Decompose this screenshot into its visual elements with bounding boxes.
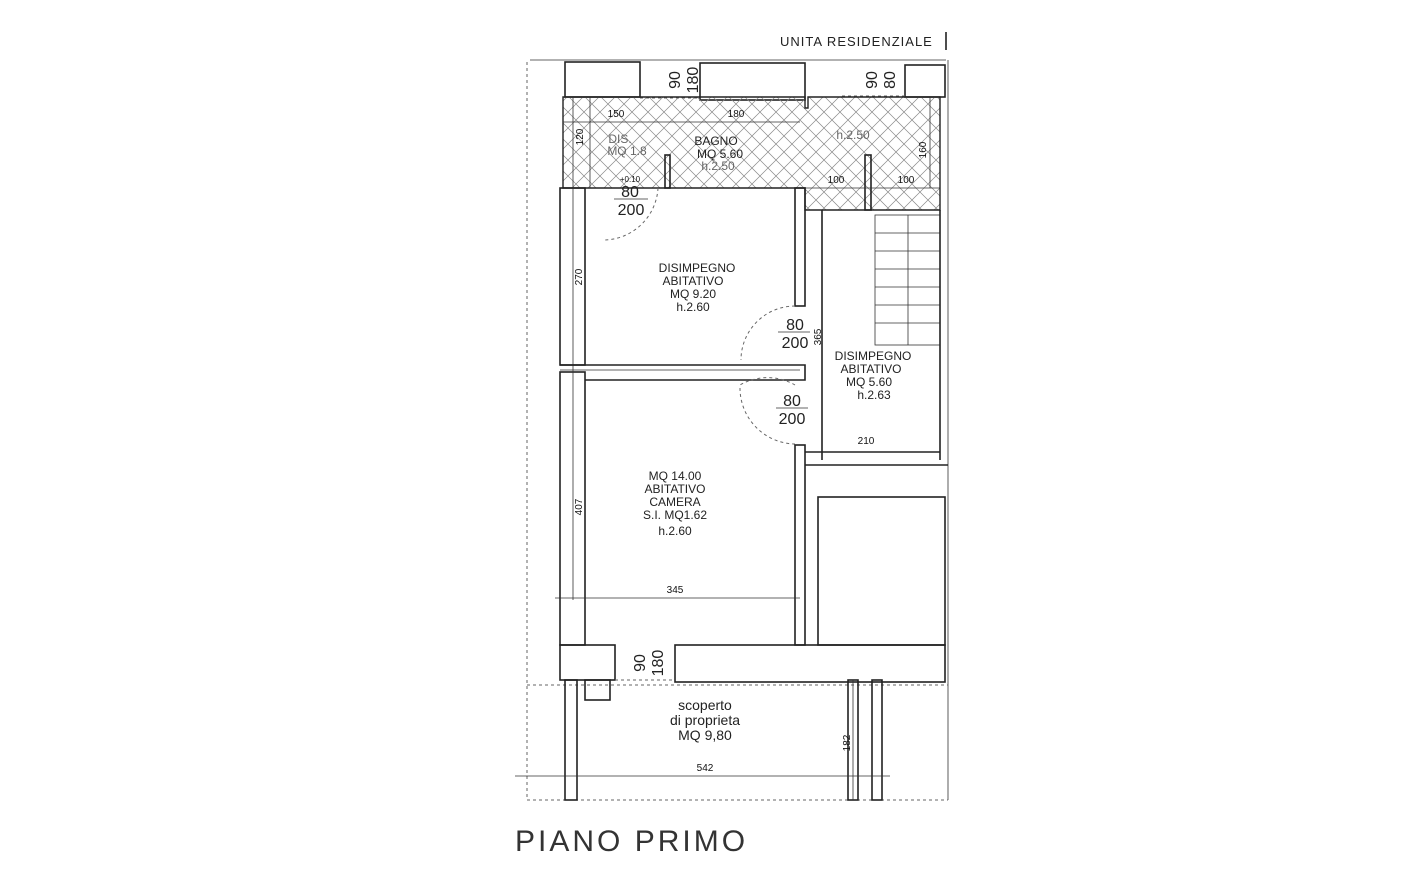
- dimension-label: 160: [918, 141, 929, 158]
- dimension-label: 542: [697, 763, 714, 774]
- plan-title: PIANO PRIMO: [515, 825, 748, 858]
- dimension-label: 150: [608, 109, 625, 120]
- svg-text:h.2.60: h.2.60: [676, 300, 710, 314]
- svg-text:ABITATIVO: ABITATIVO: [841, 362, 902, 376]
- wall-right: [794, 444, 806, 646]
- dimension-label: 182: [842, 734, 853, 751]
- dimension-label: 100: [898, 175, 915, 186]
- level-label: +0.10: [620, 175, 641, 184]
- svg-text:ABITATIVO: ABITATIVO: [663, 274, 724, 288]
- svg-text:DISIMPEGNO: DISIMPEGNO: [659, 261, 736, 275]
- svg-text:h.2.60: h.2.60: [658, 524, 692, 538]
- room-height-label: h.2.50: [836, 128, 870, 142]
- svg-text:di proprieta: di proprieta: [670, 712, 740, 728]
- svg-text:MQ 9.20: MQ 9.20: [670, 287, 716, 301]
- unit-label: UNITA RESIDENZIALE: [780, 34, 933, 49]
- door-swing: [739, 377, 796, 386]
- door-swing: [602, 187, 659, 241]
- svg-text:BAGNO: BAGNO: [694, 134, 737, 148]
- svg-text:S.I. MQ1.62: S.I. MQ1.62: [643, 508, 707, 522]
- svg-text:200: 200: [782, 335, 809, 352]
- post: [871, 679, 883, 801]
- stair-treads: [875, 215, 940, 345]
- window-label: 90 80: [864, 71, 899, 89]
- door-label: 80 200: [776, 393, 808, 428]
- window-label: 90 180: [632, 650, 667, 677]
- svg-text:CAMERA: CAMERA: [649, 495, 700, 509]
- dimension-label: 345: [667, 585, 684, 596]
- room-disimpegno-2: DISIMPEGNO ABITATIVO MQ 5.60 h.2.63: [835, 349, 912, 402]
- room-bagno: BAGNO MQ 5.60 h.2.50: [694, 134, 743, 173]
- adjacent-room-block: [817, 496, 946, 646]
- svg-text:200: 200: [618, 202, 645, 219]
- step: [584, 679, 611, 701]
- wall-middle: [560, 364, 806, 381]
- svg-text:200: 200: [779, 411, 806, 428]
- dimension-label: 210: [858, 436, 875, 447]
- window-label: 90 180: [667, 67, 702, 94]
- svg-text:h.2.50: h.2.50: [701, 159, 735, 173]
- room-disimpegno-1: DISIMPEGNO ABITATIVO MQ 9.20 h.2.60: [659, 261, 736, 314]
- svg-text:MQ 9,80: MQ 9,80: [678, 727, 732, 743]
- svg-text:80: 80: [783, 393, 801, 410]
- svg-text:80: 80: [621, 184, 639, 201]
- room-dis: DIS. MQ 1.8: [607, 132, 647, 158]
- svg-text:MQ 1.8: MQ 1.8: [607, 144, 647, 158]
- wall-block: [564, 61, 641, 98]
- dimension-label: 365: [813, 328, 824, 345]
- door-label: 80 200: [778, 317, 810, 352]
- dimension-label: 180: [728, 109, 745, 120]
- svg-text:h.2.63: h.2.63: [857, 388, 891, 402]
- svg-text:180: 180: [685, 67, 702, 94]
- svg-text:90: 90: [632, 654, 649, 672]
- svg-text:MQ 14.00: MQ 14.00: [649, 469, 702, 483]
- wall-block: [674, 644, 946, 683]
- dimension-label: 270: [574, 268, 585, 285]
- svg-text:80: 80: [882, 71, 899, 89]
- svg-text:180: 180: [650, 650, 667, 677]
- wall: [805, 451, 948, 466]
- wall-block: [699, 62, 806, 101]
- wall-right: [794, 187, 806, 307]
- area-scoperto: scoperto di proprieta MQ 9,80: [670, 697, 740, 743]
- room-camera: MQ 14.00 ABITATIVO CAMERA S.I. MQ1.62 h.…: [643, 469, 707, 538]
- svg-text:90: 90: [667, 71, 684, 89]
- door-label: 80 200: [614, 184, 648, 219]
- svg-text:80: 80: [786, 317, 804, 334]
- post: [564, 679, 578, 801]
- partition-wall: [864, 154, 872, 211]
- svg-text:MQ 5.60: MQ 5.60: [697, 147, 743, 161]
- stairs: [874, 214, 941, 346]
- svg-text:DIS.: DIS.: [608, 132, 631, 146]
- dimension-label: 100: [828, 175, 845, 186]
- wall-block: [559, 644, 616, 681]
- dimension-label: 407: [574, 498, 585, 515]
- partition-wall: [664, 154, 671, 189]
- door-swing: [739, 387, 796, 445]
- wall-block: [904, 64, 946, 98]
- svg-text:90: 90: [864, 71, 881, 89]
- svg-text:DISIMPEGNO: DISIMPEGNO: [835, 349, 912, 363]
- svg-text:ABITATIVO: ABITATIVO: [645, 482, 706, 496]
- hatched-wet-area: [562, 96, 941, 211]
- svg-text:scoperto: scoperto: [678, 697, 732, 713]
- dimension-label: 120: [575, 128, 586, 145]
- door-swing: [740, 305, 796, 361]
- svg-text:MQ 5.60: MQ 5.60: [846, 375, 892, 389]
